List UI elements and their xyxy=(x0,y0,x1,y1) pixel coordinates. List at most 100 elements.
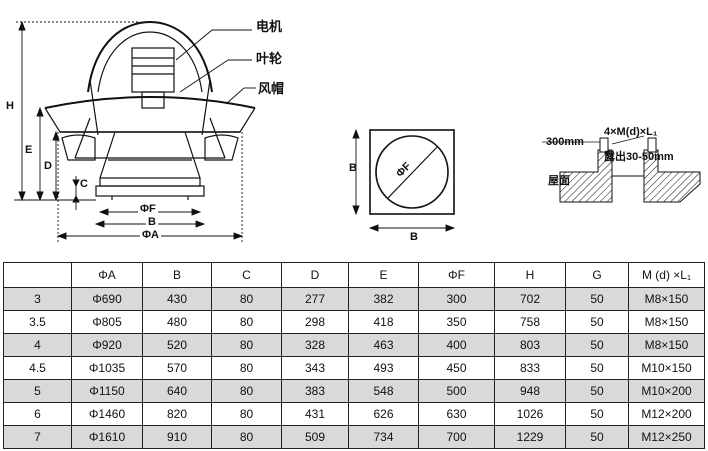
dim-label-h: H xyxy=(6,100,14,112)
table-cell: Φ690 xyxy=(71,287,143,311)
table-cell: 820 xyxy=(142,402,212,426)
mounting-detail-drawing xyxy=(542,135,701,203)
table-cell: 4 xyxy=(3,333,72,357)
table-cell: 430 xyxy=(142,287,212,311)
dim-label-c: C xyxy=(80,178,88,190)
table-cell: 418 xyxy=(348,310,419,334)
table-cell: 520 xyxy=(142,333,212,357)
table-row: 5 Φ1150 640 80 383 548 500 948 50 M10×20… xyxy=(3,379,705,403)
table-cell: 50 xyxy=(565,310,629,334)
table-cell: 80 xyxy=(211,425,282,449)
table-cell: Φ805 xyxy=(71,310,143,334)
header-e: E xyxy=(348,262,419,288)
table-cell: 493 xyxy=(348,356,419,380)
callout-motor: 电机 xyxy=(256,19,283,34)
table-cell: 1229 xyxy=(494,425,566,449)
fan-elevation-drawing xyxy=(14,20,256,242)
dim-label-phif: ΦF xyxy=(138,203,158,215)
table-cell: 50 xyxy=(565,402,629,426)
table-cell: 548 xyxy=(348,379,419,403)
table-cell: 570 xyxy=(142,356,212,380)
dim-label-d: D xyxy=(44,160,52,172)
table-cell: 400 xyxy=(418,333,495,357)
table-cell: 6 xyxy=(3,402,72,426)
table-cell: 948 xyxy=(494,379,566,403)
table-cell: M12×250 xyxy=(628,425,705,449)
table-cell: 343 xyxy=(281,356,349,380)
table-cell: 80 xyxy=(211,356,282,380)
dim-label-b-side: B xyxy=(349,162,357,174)
table-row: 4.5 Φ1035 570 80 343 493 450 833 50 M10×… xyxy=(3,356,705,380)
table-row: 3 Φ690 430 80 277 382 300 702 50 M8×150 xyxy=(3,287,705,311)
table-cell: 50 xyxy=(565,356,629,380)
detail-label-roof: 屋面 xyxy=(548,175,570,187)
header-phia: ΦA xyxy=(71,262,143,288)
table-cell: 833 xyxy=(494,356,566,380)
callout-hood: 风帽 xyxy=(258,81,285,96)
table-row: 6 Φ1460 820 80 431 626 630 1026 50 M12×2… xyxy=(3,402,705,426)
table-cell: 383 xyxy=(281,379,349,403)
table-cell: 3 xyxy=(3,287,72,311)
table-cell: 80 xyxy=(211,379,282,403)
header-m: M (d) ×L₁ xyxy=(628,262,705,288)
table-cell: 702 xyxy=(494,287,566,311)
table-cell: 758 xyxy=(494,310,566,334)
table-cell: Φ1460 xyxy=(71,402,143,426)
table-cell: Φ1035 xyxy=(71,356,143,380)
detail-label-expose: 露出30-50mm xyxy=(604,151,674,163)
table-cell: 3.5 xyxy=(3,310,72,334)
table-header-row: ΦA B C D E ΦF H G M (d) ×L₁ xyxy=(3,262,705,288)
spec-table: ΦA B C D E ΦF H G M (d) ×L₁ 3 Φ690 430 8… xyxy=(3,262,705,449)
table-cell: 80 xyxy=(211,310,282,334)
dim-label-b-front: B xyxy=(146,216,158,228)
detail-label-bolt: 4×M(d)×L₁ xyxy=(604,126,658,138)
table-cell: 910 xyxy=(142,425,212,449)
table-cell: 463 xyxy=(348,333,419,357)
table-cell: M10×150 xyxy=(628,356,705,380)
table-cell: 382 xyxy=(348,287,419,311)
table-cell: Φ1150 xyxy=(71,379,143,403)
table-cell: 50 xyxy=(565,333,629,357)
dim-label-phia: ΦA xyxy=(140,229,161,241)
table-cell: 5 xyxy=(3,379,72,403)
table-cell: 298 xyxy=(281,310,349,334)
table-cell: 350 xyxy=(418,310,495,334)
table-cell: 626 xyxy=(348,402,419,426)
table-cell: 640 xyxy=(142,379,212,403)
table-cell: 328 xyxy=(281,333,349,357)
table-cell: 803 xyxy=(494,333,566,357)
header-h: H xyxy=(494,262,566,288)
fan-top-view-drawing xyxy=(352,128,456,232)
header-g: G xyxy=(565,262,629,288)
table-cell: 50 xyxy=(565,425,629,449)
table-row: 7 Φ1610 910 80 509 734 700 1229 50 M12×2… xyxy=(3,425,705,449)
header-phif: ΦF xyxy=(418,262,495,288)
table-cell: 80 xyxy=(211,402,282,426)
table-cell: 700 xyxy=(418,425,495,449)
callout-impeller: 叶轮 xyxy=(256,51,283,66)
table-cell: M8×150 xyxy=(628,287,705,311)
table-cell: 509 xyxy=(281,425,349,449)
table-cell: 1026 xyxy=(494,402,566,426)
table-cell: 431 xyxy=(281,402,349,426)
table-cell: 50 xyxy=(565,379,629,403)
table-cell: 80 xyxy=(211,287,282,311)
table-cell: 7 xyxy=(3,425,72,449)
table-cell: M8×150 xyxy=(628,310,705,334)
table-cell: M8×150 xyxy=(628,333,705,357)
table-cell: 80 xyxy=(211,333,282,357)
table-cell: 450 xyxy=(418,356,495,380)
header-c: C xyxy=(211,262,282,288)
table-cell: 4.5 xyxy=(3,356,72,380)
header-d: D xyxy=(281,262,349,288)
detail-label-300mm: 300mm xyxy=(546,136,584,148)
table-cell: 300 xyxy=(418,287,495,311)
table-cell: Φ1610 xyxy=(71,425,143,449)
dim-label-e: E xyxy=(25,144,33,156)
table-cell: 500 xyxy=(418,379,495,403)
dim-label-b-bottom: B xyxy=(408,231,420,243)
header-no xyxy=(3,262,72,288)
table-cell: M12×200 xyxy=(628,402,705,426)
table-cell: 50 xyxy=(565,287,629,311)
table-cell: M10×200 xyxy=(628,379,705,403)
